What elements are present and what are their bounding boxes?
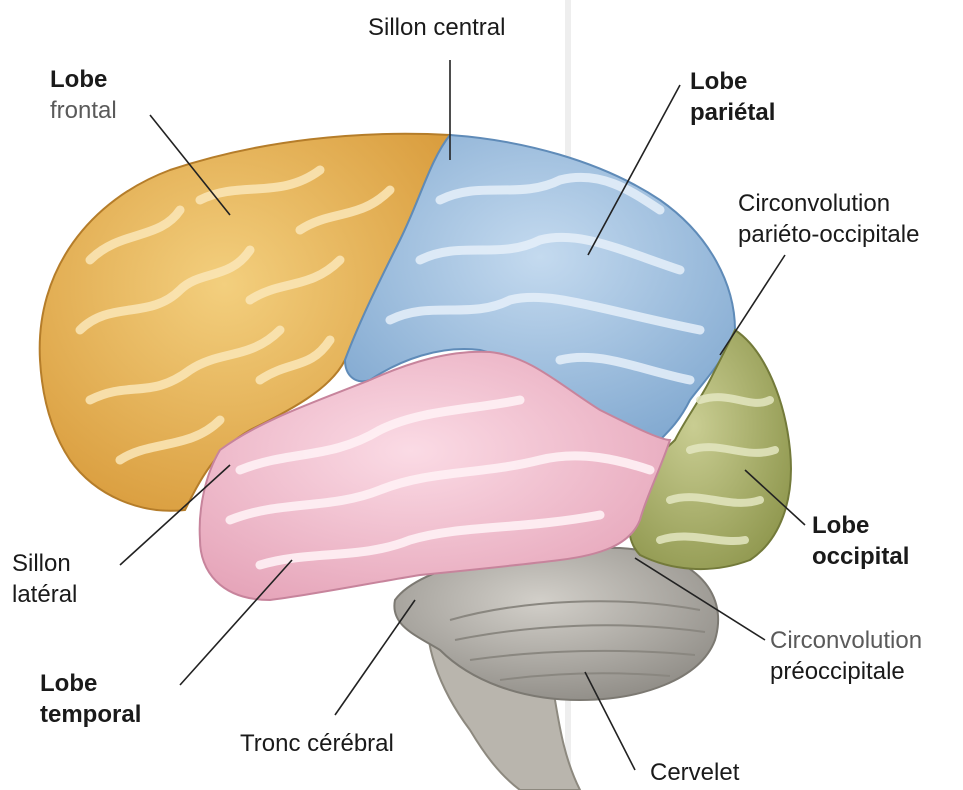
- label-lobe-temporal: Lobe temporal: [40, 668, 141, 730]
- label-lobe-frontal: Lobe frontal: [50, 64, 117, 126]
- label-lobe-frontal-line1: Lobe: [50, 64, 117, 95]
- label-cervelet-text: Cervelet: [650, 757, 739, 788]
- label-cervelet: Cervelet: [650, 757, 739, 788]
- label-lobe-parietal: Lobe pariétal: [690, 66, 775, 128]
- label-lobe-occipital: Lobe occipital: [812, 510, 909, 572]
- label-sillon-central: Sillon central: [368, 12, 505, 43]
- label-sillon-central-text: Sillon central: [368, 12, 505, 43]
- label-lobe-occipital-line2: occipital: [812, 541, 909, 572]
- label-lobe-temporal-line1: Lobe: [40, 668, 141, 699]
- label-lobe-parietal-line1: Lobe: [690, 66, 775, 97]
- label-circ-po-line2: pariéto-occipitale: [738, 219, 919, 250]
- label-sillon-lateral: Sillon latéral: [12, 548, 77, 610]
- label-lobe-temporal-line2: temporal: [40, 699, 141, 730]
- label-sillon-lateral-line2: latéral: [12, 579, 77, 610]
- label-circ-pre-line1: Circonvolution: [770, 625, 922, 656]
- label-circ-pre-line2: préoccipitale: [770, 656, 922, 687]
- label-sillon-lateral-line1: Sillon: [12, 548, 77, 579]
- label-tronc-text: Tronc cérébral: [240, 728, 394, 759]
- label-circ-parieto-occipitale: Circonvolution pariéto-occipitale: [738, 188, 919, 250]
- leader-tronc: [335, 600, 415, 715]
- label-lobe-parietal-line2: pariétal: [690, 97, 775, 128]
- label-lobe-frontal-line2: frontal: [50, 95, 117, 126]
- label-lobe-occipital-line1: Lobe: [812, 510, 909, 541]
- label-tronc-cerebral: Tronc cérébral: [240, 728, 394, 759]
- label-circ-po-line1: Circonvolution: [738, 188, 919, 219]
- label-circ-preoccipitale: Circonvolution préoccipitale: [770, 625, 922, 687]
